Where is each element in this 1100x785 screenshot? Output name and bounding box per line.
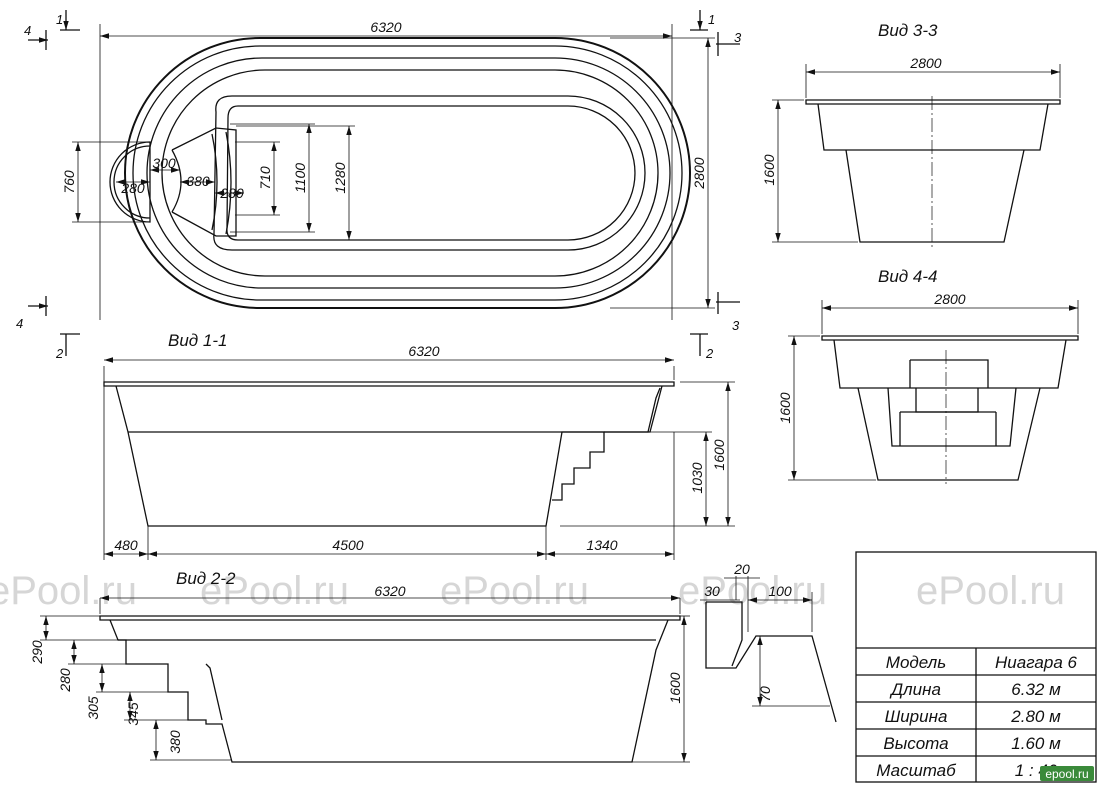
svg-text:4: 4 bbox=[24, 23, 31, 38]
title-value-height: 1.60 м bbox=[1011, 734, 1061, 753]
dim-view11-length: 6320 bbox=[408, 343, 439, 359]
dim-view22-s5: 380 bbox=[167, 730, 183, 754]
pool-outline-wall bbox=[146, 57, 671, 289]
title-value-length: 6.32 м bbox=[1011, 680, 1061, 699]
dim-seat-depth: 280 bbox=[120, 180, 145, 196]
dim-seat-gap: 300 bbox=[152, 155, 176, 171]
step-edge bbox=[225, 131, 232, 235]
watermarks: ePool.ru ePool.ru ePool.ru ePool.ru ePoo… bbox=[0, 569, 1065, 613]
dim-1100: 1100 bbox=[292, 163, 308, 193]
corner-seat-inner bbox=[113, 145, 151, 219]
dim-plan-width: 2800 bbox=[691, 157, 707, 189]
title-label-length: Длина bbox=[889, 680, 941, 699]
pool-outline-rim bbox=[132, 45, 683, 301]
view-1-1-title: Вид 1-1 bbox=[168, 331, 227, 350]
watermark-text: ePool.ru bbox=[678, 569, 827, 613]
view-2-2: Вид 2-2 6320 1600 290 280 305 345 380 bbox=[29, 569, 690, 763]
epool-logo-text: epool.ru bbox=[1045, 767, 1088, 781]
view-3-3: Вид 3-3 2800 1600 bbox=[761, 21, 1061, 250]
epool-logo bbox=[1040, 766, 1094, 781]
pool-outline-outer bbox=[124, 37, 691, 309]
dim-view33-height: 1600 bbox=[761, 154, 777, 185]
section-mark-4-bottom: 4 bbox=[16, 296, 48, 331]
svg-text:1: 1 bbox=[56, 12, 63, 27]
dim-view11-height: 1600 bbox=[711, 439, 727, 470]
dim-step-b: 280 bbox=[219, 185, 244, 201]
title-value-width: 2.80 м bbox=[1010, 707, 1061, 726]
section-mark-4-top: 4 bbox=[24, 23, 48, 50]
dim-rim-flange: 100 bbox=[768, 583, 792, 599]
dim-view22-height: 1600 bbox=[667, 672, 683, 703]
svg-text:2: 2 bbox=[705, 346, 714, 361]
step-edge bbox=[211, 133, 218, 231]
title-block: Модель Ниагара 6 Длина 6.32 м Ширина 2.8… bbox=[855, 551, 1097, 783]
title-label-model: Модель bbox=[886, 653, 946, 672]
dim-view22-s4: 345 bbox=[125, 702, 141, 726]
section-mark-1-left: 1 bbox=[56, 10, 80, 31]
view-4-4-title: Вид 4-4 bbox=[878, 267, 937, 286]
svg-text:3: 3 bbox=[732, 318, 740, 333]
dim-view11-bottom: 4500 bbox=[332, 537, 363, 553]
dim-view11-right: 1340 bbox=[586, 537, 617, 553]
dim-view33-width: 2800 bbox=[909, 55, 941, 71]
dim-rim-drop: 70 bbox=[757, 686, 773, 702]
watermark-text: ePool.ru bbox=[440, 569, 589, 613]
section-mark-2-left: 2 bbox=[55, 333, 80, 361]
view-2-2-title: Вид 2-2 bbox=[176, 569, 236, 588]
section-mark-3-bottom: 3 bbox=[716, 292, 740, 333]
view-3-3-title: Вид 3-3 bbox=[878, 21, 938, 40]
dim-view22-length: 6320 bbox=[374, 583, 405, 599]
title-label-height: Высота bbox=[883, 734, 948, 753]
dim-seat-height: 760 bbox=[61, 170, 77, 194]
dim-step-a: 380 bbox=[186, 173, 210, 189]
svg-text:1: 1 bbox=[708, 12, 715, 27]
dim-view22-s2: 280 bbox=[57, 668, 73, 693]
section-mark-3-top: 3 bbox=[716, 30, 742, 56]
dim-1280: 1280 bbox=[332, 162, 348, 193]
plan-view: 6320 2800 760 280 300 380 280 710 1100 1… bbox=[16, 10, 742, 333]
dim-view22-s1: 290 bbox=[29, 640, 45, 665]
title-label-scale: Масштаб bbox=[876, 761, 957, 780]
dim-710: 710 bbox=[257, 166, 273, 190]
dim-rim-top: 20 bbox=[733, 561, 750, 577]
dim-view44-height: 1600 bbox=[777, 392, 793, 423]
section-mark-2-right: 2 bbox=[690, 333, 714, 361]
dim-view22-s3: 305 bbox=[85, 696, 101, 720]
pool-floor-outline bbox=[213, 95, 646, 251]
dim-plan-length: 6320 bbox=[370, 19, 401, 35]
watermark-text: ePool.ru bbox=[0, 569, 137, 613]
svg-text:3: 3 bbox=[734, 30, 742, 45]
pool-floor-inner bbox=[226, 105, 636, 241]
title-value-model: Ниагара 6 bbox=[995, 653, 1077, 672]
dim-view11-depth: 1030 bbox=[689, 462, 705, 493]
dim-rim-left: 30 bbox=[704, 583, 720, 599]
dim-view11-left: 480 bbox=[114, 537, 138, 553]
title-label-width: Ширина bbox=[885, 707, 948, 726]
svg-text:4: 4 bbox=[16, 316, 23, 331]
watermark-text: ePool.ru bbox=[916, 569, 1065, 613]
svg-text:2: 2 bbox=[55, 346, 64, 361]
rim-detail: 20 30 100 70 bbox=[700, 561, 837, 723]
view-4-4: Вид 4-4 2800 1600 bbox=[777, 267, 1079, 484]
section-mark-1-right: 1 bbox=[690, 10, 715, 31]
watermark-text: ePool.ru bbox=[200, 569, 349, 613]
corner-seat bbox=[109, 141, 151, 223]
entry-steps bbox=[171, 127, 237, 237]
pool-outline-inner bbox=[161, 69, 659, 277]
view-1-1: Вид 1-1 2 2 6320 1600 1030 480 4500 bbox=[55, 331, 735, 560]
dim-view44-width: 2800 bbox=[933, 291, 965, 307]
